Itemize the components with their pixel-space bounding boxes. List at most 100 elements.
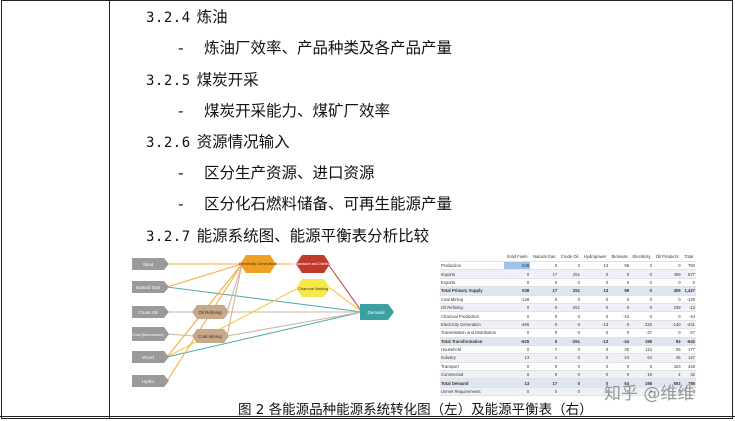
row-label: Total Transformation [440,337,504,346]
table-cell: 638 [504,286,531,296]
table-cell: 98 [609,286,631,296]
table-cell: 0 [652,328,682,338]
row-label: Oil Refining [440,303,504,313]
demand-label: Demand [367,310,385,315]
table-cell: 0 [504,345,531,355]
table-cell: 17 [530,378,559,388]
table-cell: 0 [558,295,581,304]
table-cell: 0 [630,269,653,279]
bullet-text: 炼油厂效率、产品种类及各产品产量 [204,39,453,57]
table-cell: 0 [558,353,581,363]
col-biomass: Biomass [609,252,631,262]
table-cell: 0 [530,387,559,397]
table-cell: 0 [530,278,559,288]
table-cell: -13 [580,337,610,346]
table-cell: 0 [558,370,581,380]
table-bottom-border [0,416,735,417]
table-cell: -251 [558,303,581,313]
table-cell: 0 [580,387,610,397]
transmission-label: Transmission and Distribution [291,262,336,266]
table-cell: 0 [558,328,581,338]
table-cell: 4 [652,370,682,380]
natural-gas-node [132,281,169,293]
section-title: 炼油 [196,8,228,26]
row-label: Coal Mining [440,295,504,304]
dash-marker: - [178,39,184,57]
row-label: Industry [440,353,504,363]
table-column-divider [109,0,110,419]
table-cell: 13 [504,378,531,388]
table-cell: 0 [530,320,559,330]
coal-mining-label: Coal Mining [198,334,222,339]
table-cell: 7 [530,345,559,355]
table-cell: 0 [530,328,559,338]
table-cell: 0 [580,303,610,313]
table-cell: -140 [652,320,682,330]
table-cell: 0 [580,345,610,355]
table-cell: 423 [652,362,682,372]
table-cell: -128 [504,295,531,304]
table-cell: 0 [558,261,581,271]
electricity-generation-label: Electricity Generation [239,261,277,266]
section-title: 资源情况输入 [196,133,290,151]
table-cell: 13 [580,261,610,271]
table-cell: 0 [580,378,610,388]
hydro-label: Hydro [142,379,155,384]
table-cell: 0 [630,387,653,397]
table-cell: 1 [530,353,559,363]
table-cell: -13 [580,320,610,330]
bullet-text: 区分化石燃料储备、可再生能源产量 [204,195,453,213]
row-label: Production [440,261,504,271]
table-cell: -251 [558,337,581,346]
table-cell: 409 [652,286,682,296]
header-blank [440,252,504,262]
table-cell: 251 [558,269,581,279]
coal-mining-node [192,329,229,343]
table-cell: 17 [530,269,559,279]
crude-oil-node [132,306,169,318]
charcoal-making-label: Charcoal Making [298,286,328,291]
table-cell: 13 [504,353,531,363]
col-crude-oil: Crude Oil [558,252,581,262]
section-title: 煤炭开采 [196,71,259,89]
table-cell: 1,427 [681,286,696,296]
dash-marker: - [178,195,184,213]
bullet-text: 区分生产资源、进口资源 [204,164,375,182]
table-cell: 503 [652,378,682,388]
table-cell: 9 [530,370,559,380]
table-cell: 638 [504,261,531,271]
dash-marker: - [178,102,184,120]
table-cell: 198 [630,337,653,346]
table-cell: 0 [652,311,682,321]
table-cell: 147 [681,353,696,363]
table-cell: -13 [681,303,696,313]
table-cell: 0 [580,269,610,279]
bullet-item: -煤炭开采能力、煤矿厂效率 [178,101,390,121]
col-natural-gas: Natural Gas [530,252,559,262]
table-cell: 0 [530,362,559,372]
table-cell: 750 [681,261,696,271]
table-cell: -431 [681,320,696,330]
table-cell: 177 [681,345,696,355]
table-cell: 0 [630,295,653,304]
table-cell: -642 [681,337,696,346]
table-cell: 24 [609,353,631,363]
table-cell: 0 [652,278,682,288]
table-cell: 0 [530,303,559,313]
table-cell: 0 [558,362,581,372]
bullet-item: - 区分化石燃料储备、可再生能源产量 [178,194,452,214]
row-label: Household [440,345,504,355]
table-cell: 94 [652,337,682,346]
